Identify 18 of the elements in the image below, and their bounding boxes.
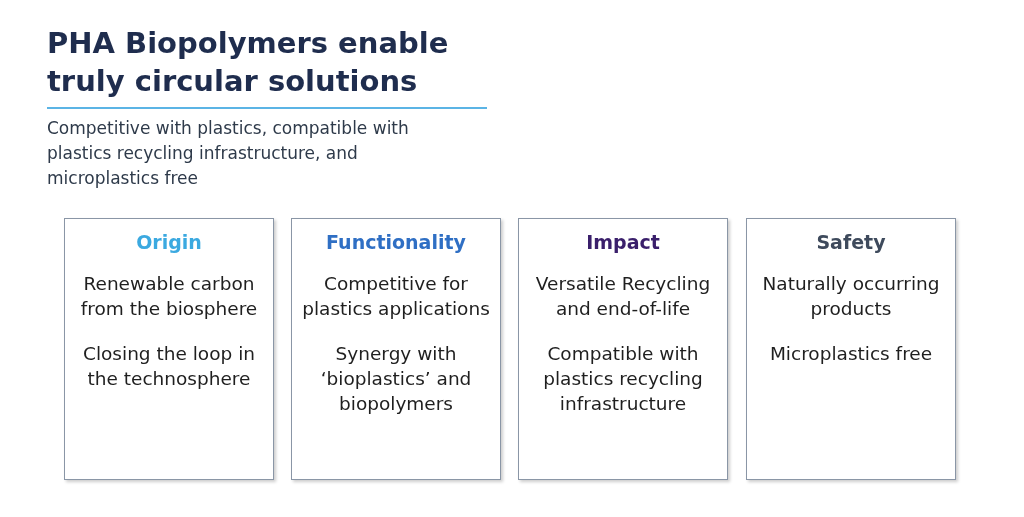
card-text: Closing the loop in the technosphere bbox=[82, 342, 256, 391]
category-card bbox=[64, 218, 274, 480]
title: PHA Biopolymers enable truly circular solutions bbox=[47, 25, 450, 100]
card-text: Synergy with ‘bioplastics’ and biopolymers bbox=[319, 342, 473, 416]
category-card bbox=[746, 218, 956, 480]
card-heading: Origin bbox=[135, 231, 203, 253]
card-heading: Functionality bbox=[325, 231, 467, 253]
category-card bbox=[518, 218, 728, 480]
category-card bbox=[291, 218, 501, 480]
card-heading: Safety bbox=[815, 231, 887, 253]
card-text: Versatile Recycling and end-of-life bbox=[534, 272, 712, 321]
card-text: Naturally occurring products bbox=[761, 272, 941, 321]
card-text: Microplastics free bbox=[768, 342, 934, 366]
card-text: Compatible with plastics recycling infrastructure bbox=[542, 342, 704, 416]
card-text: Competitive for plastics applications bbox=[301, 272, 491, 321]
subtitle: Competitive with plastics, compatible with plastics recycling infrastructure, and microplastics free bbox=[47, 117, 410, 190]
card-text: Renewable carbon from the biosphere bbox=[79, 272, 259, 321]
card-heading: Impact bbox=[585, 231, 661, 253]
